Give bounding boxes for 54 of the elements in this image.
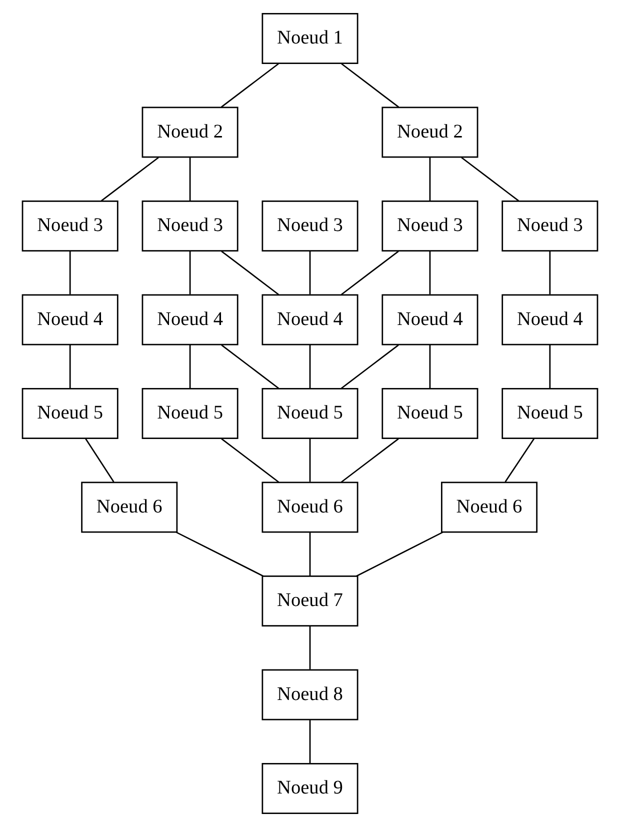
connector	[309, 438, 311, 482]
node-box: Noeud 3	[382, 200, 478, 252]
node-box: Noeud 2	[382, 106, 478, 158]
node-box: Noeud 6	[262, 482, 358, 533]
connector	[189, 345, 191, 388]
connector	[549, 345, 551, 388]
connector	[221, 250, 280, 296]
node-box: Noeud 4	[142, 294, 238, 346]
connector	[309, 251, 311, 294]
node-box: Noeud 5	[262, 388, 358, 439]
connector	[189, 251, 191, 294]
node-box: Noeud 3	[502, 200, 598, 252]
connector	[309, 720, 311, 764]
node-box: Noeud 5	[142, 388, 238, 439]
node-box: Noeud 2	[142, 106, 238, 158]
connector	[429, 345, 431, 388]
connector	[461, 156, 520, 202]
node-box: Noeud 4	[382, 294, 478, 346]
node-box: Noeud 3	[22, 200, 118, 252]
connector	[85, 438, 114, 482]
connector	[429, 158, 431, 201]
connector	[356, 532, 443, 577]
connector	[176, 532, 264, 577]
node-box: Noeud 6	[81, 482, 178, 533]
node-box: Noeud 8	[262, 669, 358, 720]
connector	[309, 345, 311, 388]
node-box: Noeud 7	[262, 576, 358, 627]
connector	[309, 626, 311, 670]
connector	[340, 250, 399, 296]
connector	[309, 532, 311, 576]
connector	[220, 63, 279, 108]
node-box: Noeud 4	[502, 294, 598, 346]
node-box: Noeud 5	[502, 388, 598, 439]
connector	[100, 156, 159, 202]
node-box: Noeud 5	[382, 388, 478, 439]
node-box: Noeud 3	[142, 200, 238, 252]
connector	[340, 438, 399, 483]
node-box: Noeud 5	[22, 388, 118, 439]
connector	[189, 158, 191, 201]
connector	[221, 344, 280, 389]
node-box: Noeud 4	[22, 294, 118, 346]
connector	[340, 344, 399, 389]
node-box: Noeud 4	[262, 294, 358, 346]
connector	[221, 438, 280, 483]
connector	[341, 63, 400, 108]
connector	[504, 438, 535, 482]
connector	[69, 345, 71, 388]
connector	[549, 251, 551, 294]
connector	[69, 251, 71, 294]
node-box: Noeud 1	[262, 12, 358, 64]
node-box: Noeud 9	[262, 763, 358, 814]
connector	[429, 251, 431, 294]
node-box: Noeud 6	[441, 482, 538, 533]
node-box: Noeud 3	[262, 200, 358, 252]
